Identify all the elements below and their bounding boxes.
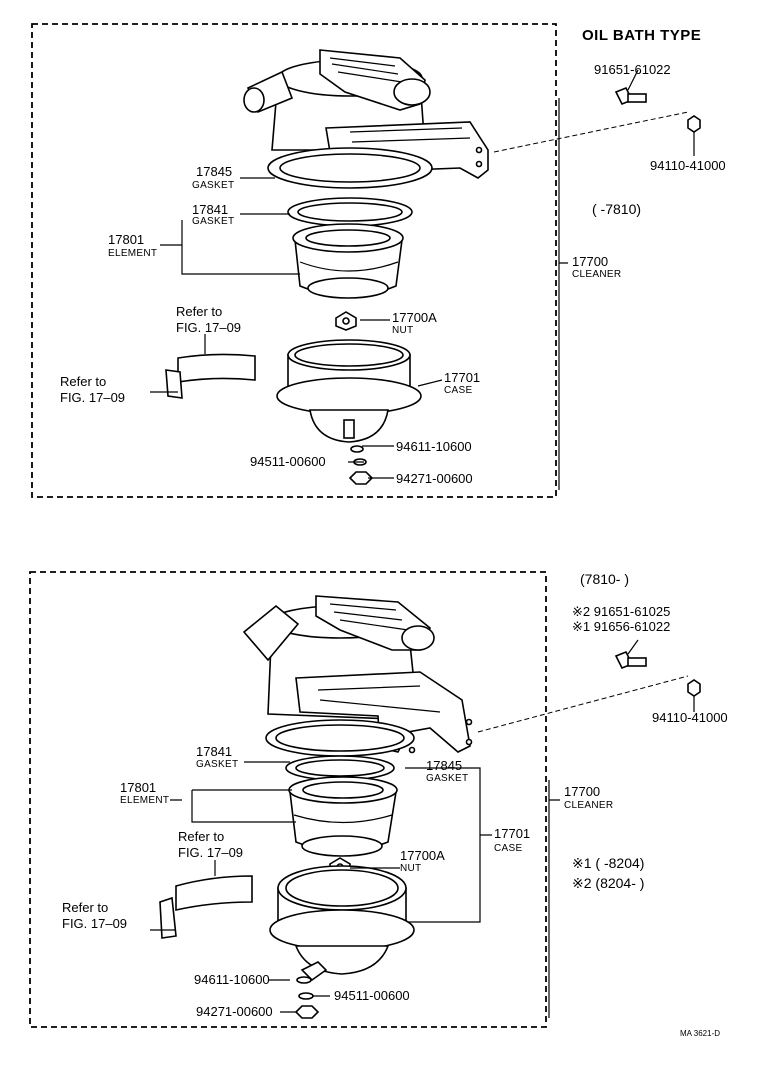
top-title: OIL BATH TYPE [582,27,701,44]
bottom-nut-pn: 17700A [400,848,445,863]
top-gasket-17841 [287,197,413,227]
top-washer-right-pn: 94611-10600 [396,439,472,454]
top-element-17801 [292,223,404,299]
top-gasket-upper-name: GASKET [192,180,234,191]
top-element-name: ELEMENT [108,248,157,259]
bottom-nut-right-pn: 94110-41000 [652,710,728,725]
top-nut-right-pn: 94110-41000 [650,158,726,173]
top-case-name: CASE [444,385,472,396]
bottom-refer2-line2: FIG. 17–09 [62,916,127,931]
top-gasket-lower-name: GASKET [192,216,234,227]
top-cleaner-housing [243,49,489,179]
bottom-cleaner-name: CLEANER [564,800,613,811]
bottom-gasket-right-name: GASKET [426,773,468,784]
top-refer2-line2: FIG. 17–09 [60,390,125,405]
bottom-case-pn: 17701 [494,826,530,841]
top-range: ( -7810) [592,201,641,217]
bottom-element-name: ELEMENT [120,795,169,806]
bottom-group-border [29,571,547,1028]
top-refer1-line2: FIG. 17–09 [176,320,241,335]
bottom-nut-name: NUT [400,863,421,874]
top-refer1-line1: Refer to [176,304,222,319]
top-refer2-line1: Refer to [60,374,106,389]
figure-code: MA 3621-D [680,1029,720,1038]
bottom-element-17801 [288,776,398,857]
bottom-washer-right-pn: 94511-00600 [334,988,410,1003]
bottom-cleaner-pn: 17700 [564,784,600,799]
bottom-bolt-and-nut [477,650,701,733]
top-bolt-and-nut [493,86,701,153]
top-wingnut-pn: 94271-00600 [396,471,473,486]
top-nut-17700a [335,311,357,331]
top-group-border [31,23,557,498]
bottom-bolt2-pn: ※2 91651-61025 [572,604,670,619]
top-gasket-17845 [267,147,433,189]
top-gasket-lower-pn: 17841 [192,202,228,217]
bottom-range: (7810- ) [580,571,629,587]
bottom-note2: ※2 (8204- ) [572,875,644,891]
bottom-gasket-17845 [265,719,415,757]
bottom-gasket-left-name: GASKET [196,759,238,770]
bottom-refer2-line1: Refer to [62,900,108,915]
bottom-refer1-line1: Refer to [178,829,224,844]
bottom-bolt1-pn: ※1 91656-61022 [572,619,670,634]
top-cleaner-name: CLEANER [572,269,621,280]
top-nut-pn: 17700A [392,310,437,325]
top-washer-left-pn: 94511-00600 [250,454,326,469]
bottom-gasket-left-pn: 17841 [196,744,232,759]
bottom-gasket-right-pn: 17845 [426,758,462,773]
top-cleaner-pn: 17700 [572,254,608,269]
top-case-pn: 17701 [444,370,480,385]
bottom-note1: ※1 ( -8204) [572,855,644,871]
top-case-17701 [276,339,422,443]
top-bolt-pn: 91651-61022 [594,62,671,77]
bottom-case-name: CASE [494,843,522,854]
bottom-case-17701 [269,865,415,982]
bottom-gasket-17841 [285,755,395,781]
bottom-band-clamp [159,875,253,939]
top-gasket-upper-pn: 17845 [196,164,232,179]
bottom-washers [294,976,320,1019]
top-element-pn: 17801 [108,232,144,247]
bottom-wingnut-pn: 94271-00600 [196,1004,273,1019]
top-nut-name: NUT [392,325,413,336]
bottom-refer1-line2: FIG. 17–09 [178,845,243,860]
bottom-element-pn: 17801 [120,780,156,795]
bottom-cleaner-housing [242,595,473,754]
bottom-washer-left-pn: 94611-10600 [194,972,270,987]
top-band-clamp [165,353,256,399]
